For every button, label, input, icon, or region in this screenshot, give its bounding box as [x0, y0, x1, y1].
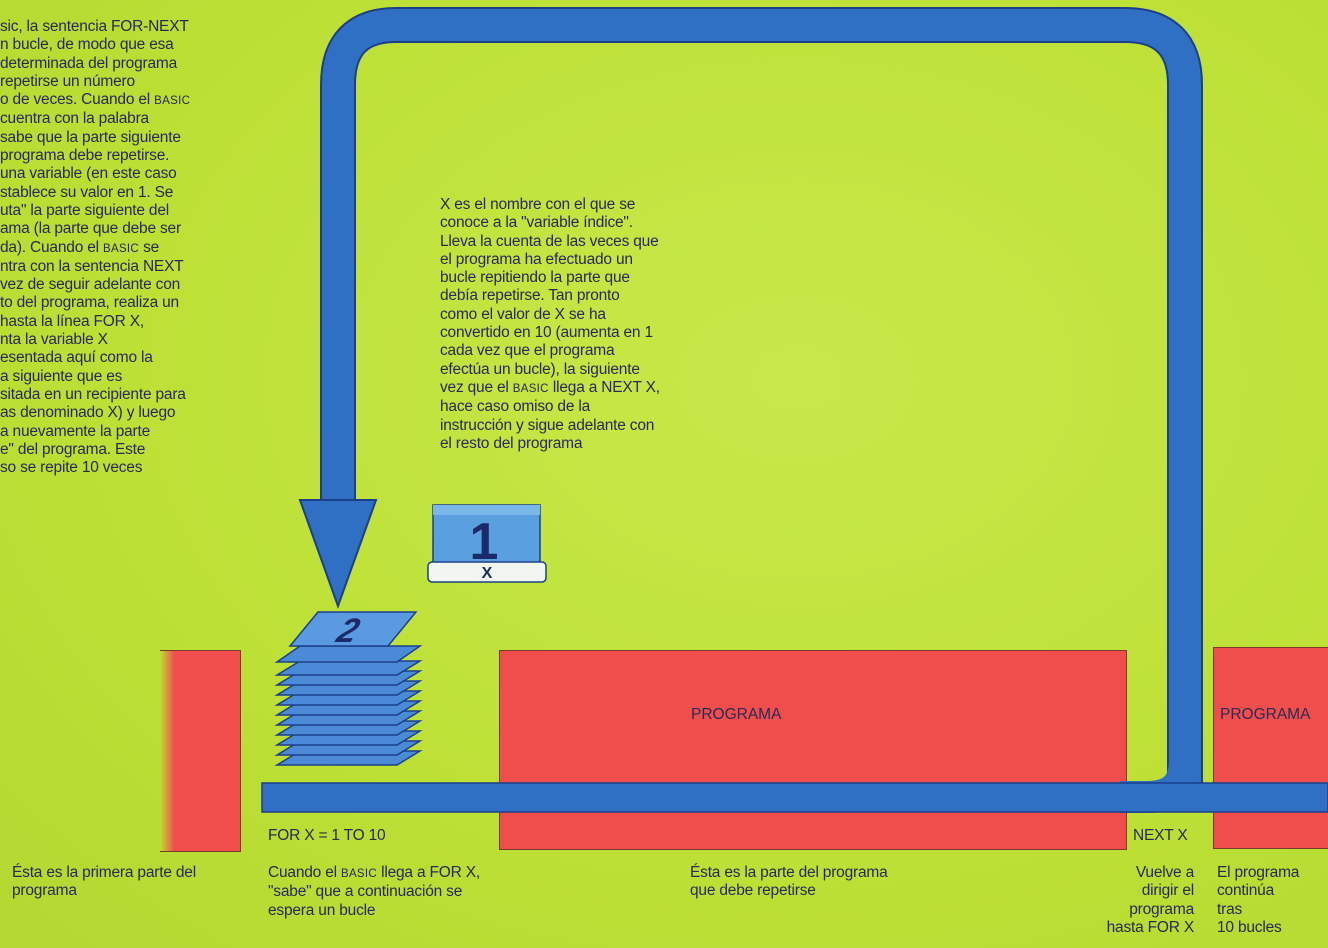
- first-part-caption: Ésta es la primera parte del programa: [12, 864, 196, 901]
- next-caption: Vuelve a dirigir el programa hasta FOR X: [1090, 864, 1194, 937]
- continue-caption: El programa continúa tras 10 bucles: [1217, 864, 1299, 937]
- loop-arrow-head: [300, 500, 376, 606]
- repeat-caption: Ésta es la parte del programa que debe r…: [690, 864, 888, 901]
- variable-note: X es el nombre con el que se conoce a la…: [440, 196, 710, 453]
- variable-x-label: X: [482, 565, 493, 582]
- for-caption: Cuando el BASIC llega a FOR X, "sabe" qu…: [268, 864, 480, 920]
- for-statement: FOR X = 1 TO 10: [268, 827, 385, 845]
- program-flow-bar: [262, 783, 1328, 812]
- next-statement: NEXT X: [1133, 827, 1188, 845]
- variable-x-value: 1: [470, 513, 499, 571]
